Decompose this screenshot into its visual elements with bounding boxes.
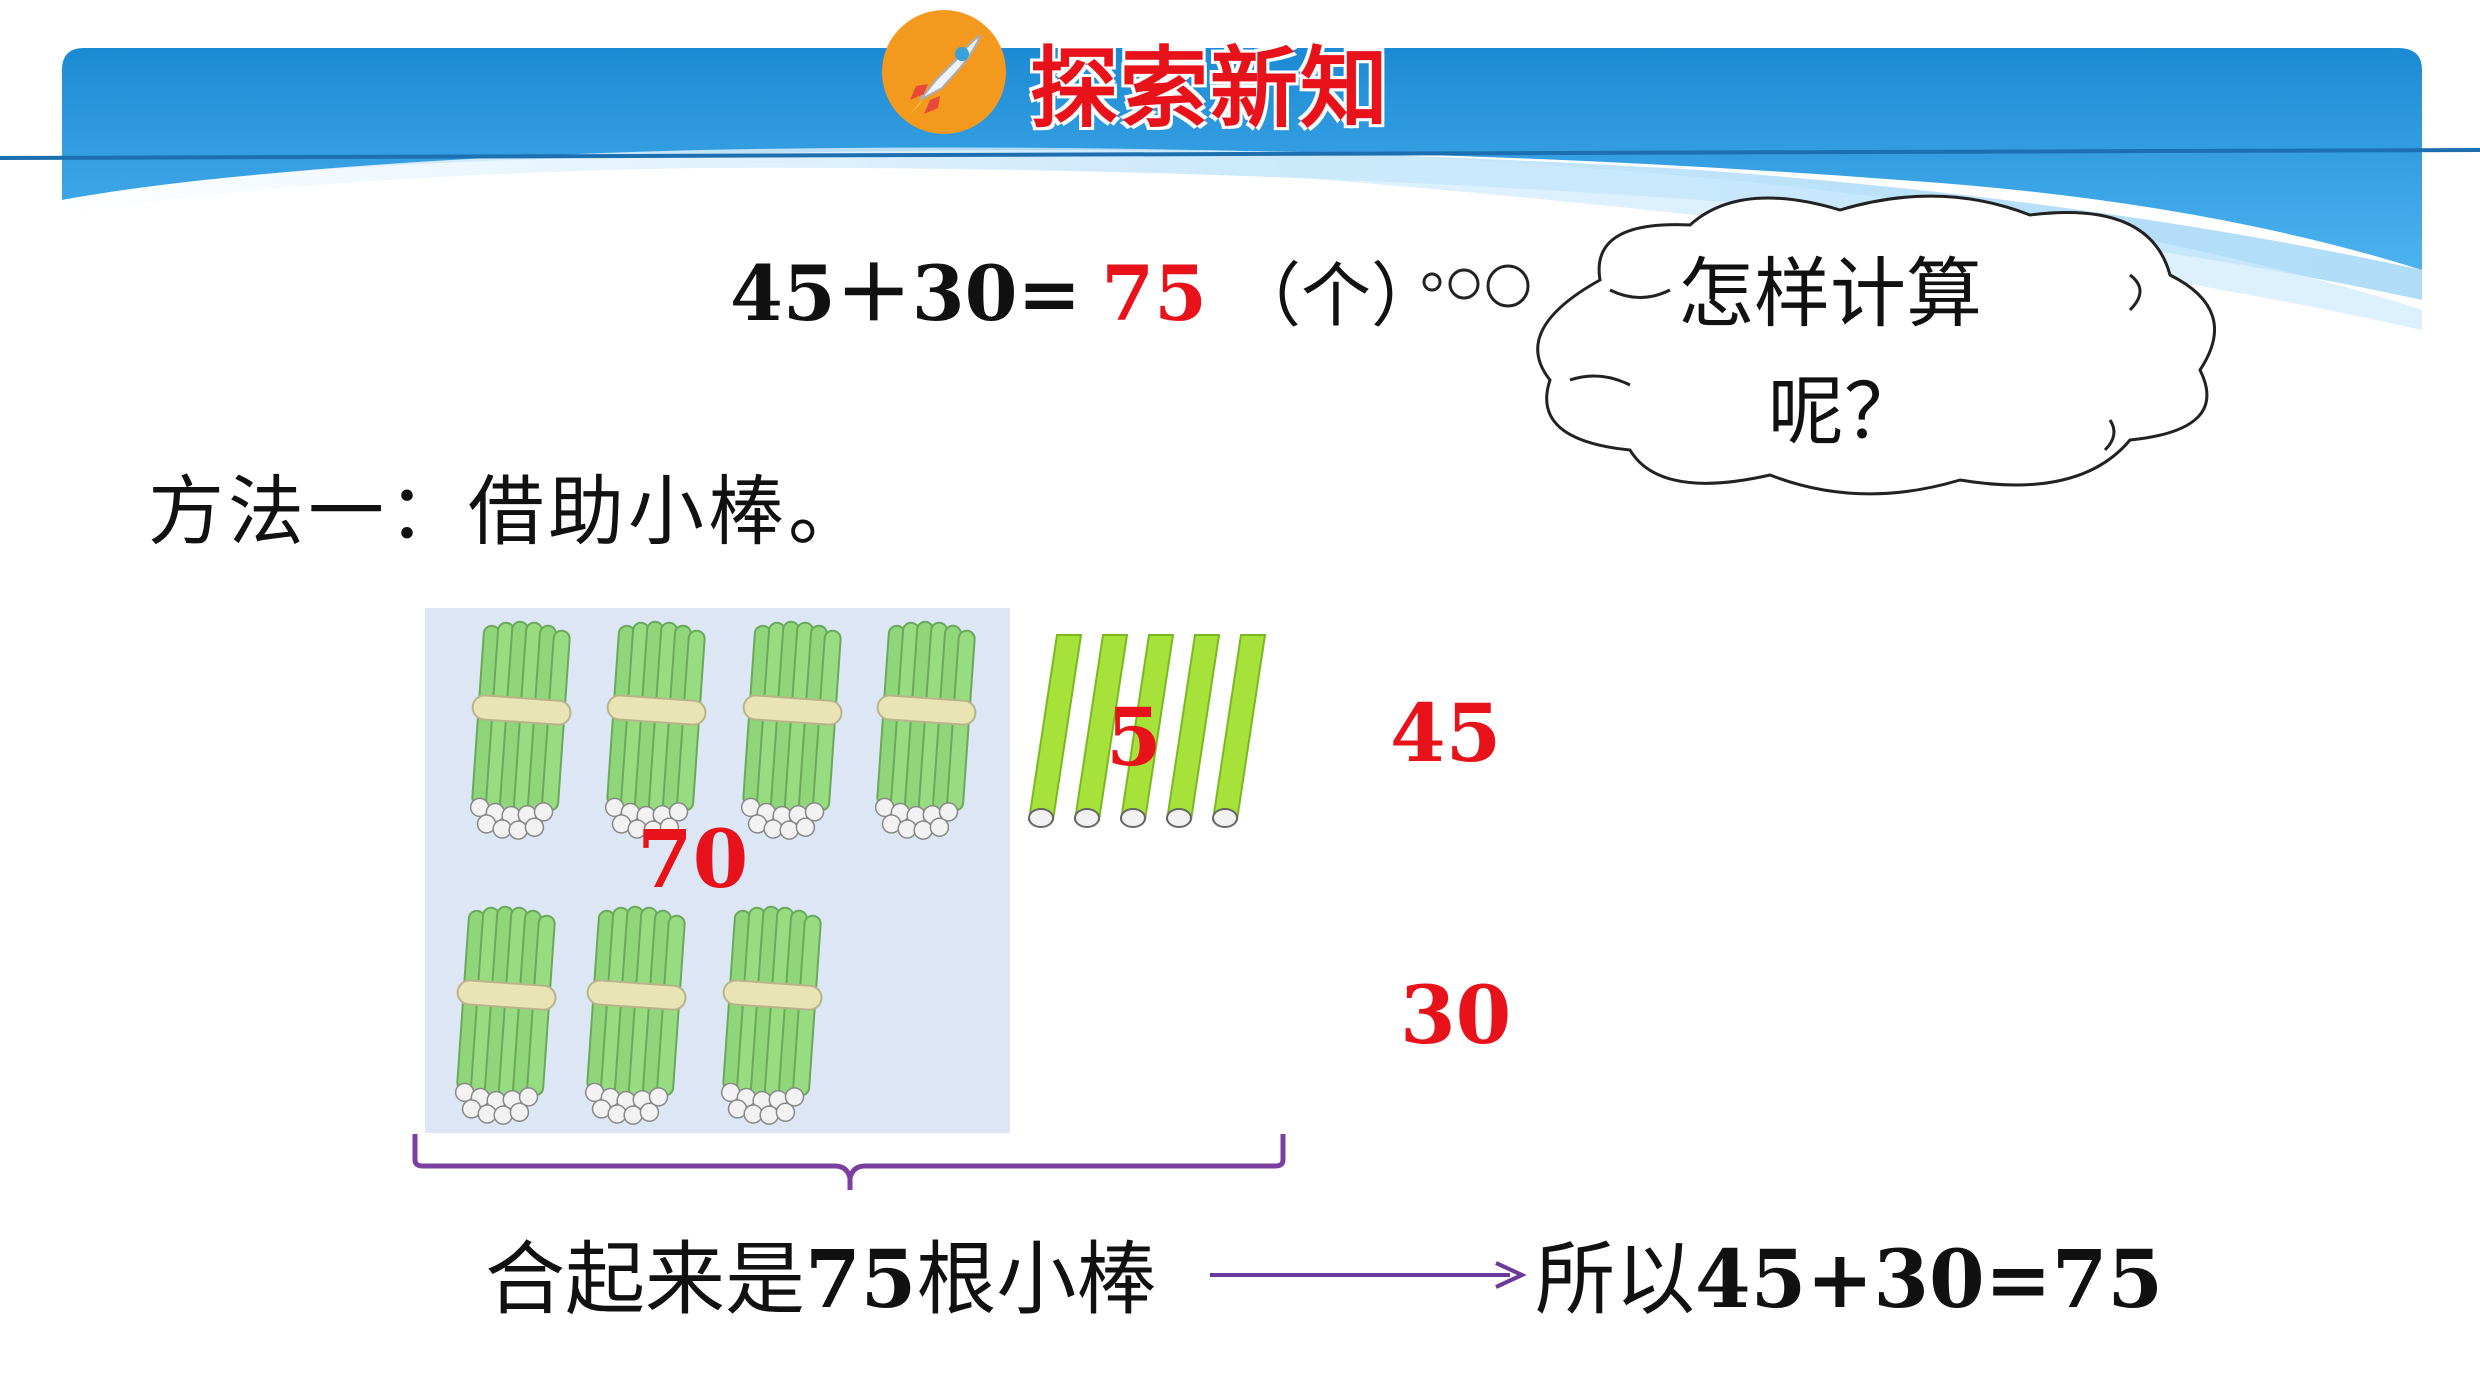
arrow-right-icon [1210, 1261, 1527, 1289]
summary-prefix: 合起来是 [485, 1233, 805, 1326]
summary-number: 75 [805, 1232, 917, 1326]
equation-left: 45＋30= [730, 249, 1082, 338]
cloud-line-1: 怎样计算 [1678, 249, 1982, 338]
equation-unit: （个） [1230, 255, 1441, 337]
equation: 45＋30=75 （个） [730, 232, 1441, 342]
summary-text: 合起来是75根小棒 [485, 1215, 1156, 1331]
page-title: 探索新知 [1030, 37, 1391, 140]
header-banner [0, 48, 2480, 330]
bundles-count: 70 [637, 812, 749, 906]
summary-suffix: 根小棒 [916, 1233, 1157, 1326]
loose-sticks [1027, 634, 1267, 828]
result-prefix: 所以 [1535, 1233, 1695, 1326]
second-addend: 30 [1400, 968, 1512, 1062]
thought-bubbles [1422, 264, 1530, 308]
grouping-brace [412, 1134, 1286, 1190]
equation-answer: 75 [1101, 249, 1207, 338]
rocket-icon [882, 10, 1006, 134]
result-equation: 45+30=75 [1695, 1232, 2164, 1326]
result-text: 所以45+30=75 [1535, 1215, 2163, 1331]
cloud-line-2: 呢？ [1768, 367, 1920, 456]
loose-count: 5 [1106, 690, 1162, 784]
method-label: 方法一：借助小棒。 [148, 467, 868, 556]
thought-cloud [1536, 194, 2216, 496]
first-addend: 45 [1390, 686, 1502, 780]
